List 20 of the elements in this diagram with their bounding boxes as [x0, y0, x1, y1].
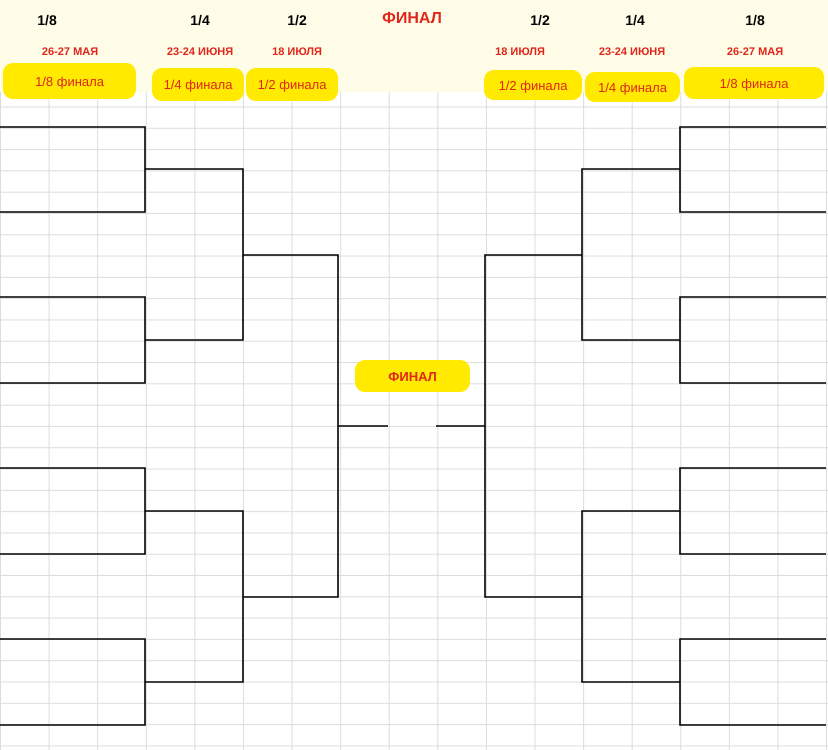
- round-badge: 1/8 финала: [3, 63, 136, 99]
- round-badge: 1/4 финала: [152, 68, 244, 101]
- round-heading: 1/4: [625, 12, 645, 28]
- date-label: 26-27 МАЯ: [726, 46, 784, 58]
- round-heading: 1/2: [530, 12, 550, 28]
- round-heading: 1/8: [37, 12, 57, 28]
- date-label: 18 ИЮЛЯ: [272, 46, 322, 58]
- round-badge: 1/2 финала: [246, 68, 338, 101]
- round-badge: ФИНАЛ: [355, 360, 470, 392]
- round-heading: 1/2: [287, 12, 307, 28]
- date-label: 26-27 МАЯ: [42, 46, 98, 58]
- date-label: 23-24 ИЮНЯ: [598, 46, 666, 58]
- round-heading: 1/8: [745, 12, 765, 28]
- date-label: 23-24 ИЮНЯ: [166, 46, 234, 58]
- round-badge: 1/8 финала: [684, 67, 824, 99]
- round-badge: 1/4 финала: [585, 72, 680, 102]
- round-heading: 1/4: [190, 12, 210, 28]
- round-heading: ФИНАЛ: [382, 10, 442, 28]
- date-label: 18 ИЮЛЯ: [495, 46, 545, 58]
- round-badge: 1/2 финала: [484, 70, 582, 100]
